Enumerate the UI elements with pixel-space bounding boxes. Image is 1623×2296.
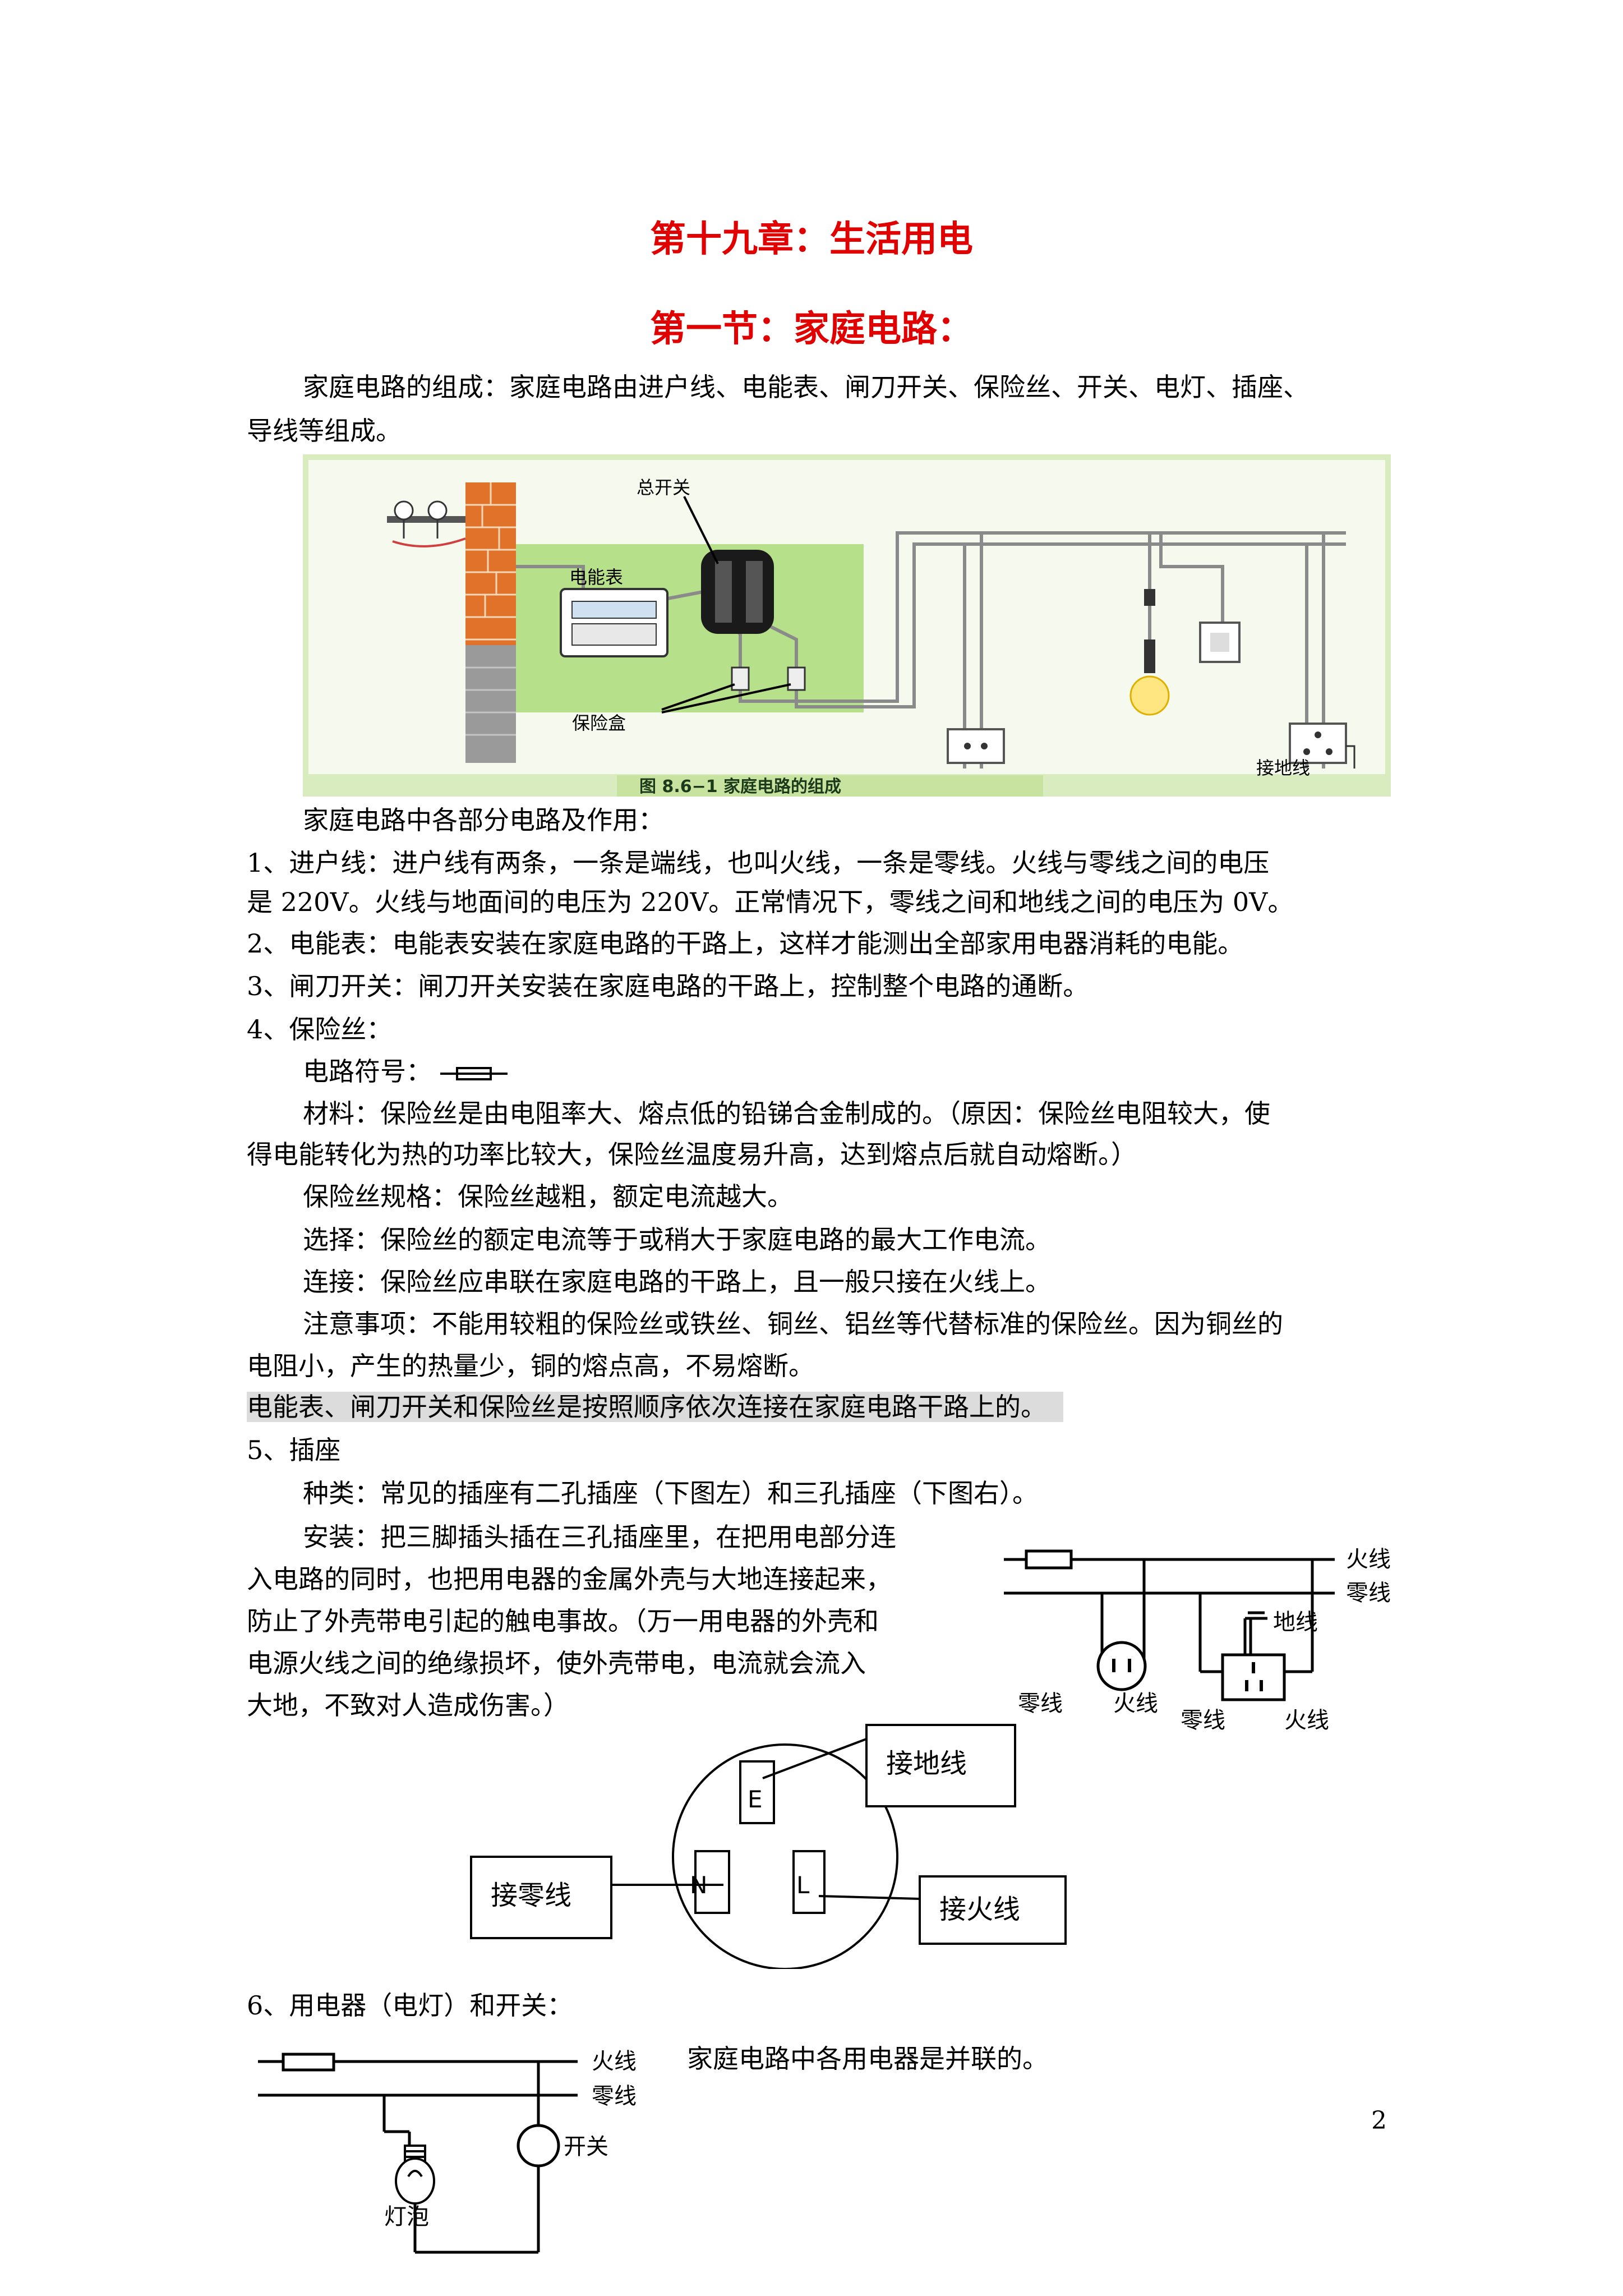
two-hole-live-label: 火线 xyxy=(1113,1691,1158,1717)
fuse-note-line-1: 注意事项：不能用较粗的保险丝或铁丝、铜丝、铝丝等代替标准的保险丝。因为铜丝的 xyxy=(303,1309,1283,1339)
item4-heading: 4、保险丝： xyxy=(247,1014,393,1045)
lamp-switch-diagram: 火线 零线 开关 灯泡 xyxy=(258,2049,637,2254)
label-fuse-box: 保险盒 xyxy=(572,712,626,734)
live-box xyxy=(919,1875,1067,1945)
label-main-switch: 总开关 xyxy=(637,477,690,498)
switch-label: 开关 xyxy=(564,2134,608,2160)
diagram-earth-label: 地线 xyxy=(1273,1609,1318,1635)
earth-box xyxy=(865,1724,1016,1807)
chapter-title: 第十九章：生活用电 xyxy=(650,219,973,260)
earth-box-label: 接地线 xyxy=(886,1748,967,1779)
item6-heading: 6、用电器（电灯）和开关： xyxy=(247,1990,573,2021)
light-bulb xyxy=(1129,589,1170,716)
parallel-note: 家庭电路中各用电器是并联的。 xyxy=(687,2044,1048,2074)
pin-l-label: L xyxy=(796,1871,810,1899)
bulb-icon xyxy=(395,2145,435,2205)
item2-text: 2、电能表：电能表安装在家庭电路的干路上，这样才能测出全部家用电器消耗的电能。 xyxy=(247,928,1244,959)
install-line-3: 防止了外壳带电引起的触电事故。（万一用电器的外壳和 xyxy=(247,1606,879,1636)
main-switch xyxy=(701,550,774,634)
label-ground: 接地线 xyxy=(1256,757,1310,779)
material-line-2: 得电能转化为热的功率比较大，保险丝温度易升高，达到熔点后就自动熔断。） xyxy=(247,1139,1137,1170)
three-pin-plug-diagram: 接地线 接零线 接火线 E N L xyxy=(470,1724,1067,1969)
fuse-symbol-icon xyxy=(440,1067,508,1080)
fuse-symbol-label: 电路符号： xyxy=(303,1056,432,1087)
fuse-choice: 选择：保险丝的额定电流等于或稍大于家庭电路的最大工作电流。 xyxy=(303,1225,1051,1255)
live-box-label: 接火线 xyxy=(939,1894,1020,1925)
material-line-1: 材料：保险丝是由电阻率大、熔点低的铅锑合金制成的。（原因：保险丝电阻较大，使 xyxy=(303,1098,1270,1129)
fuse-boxes xyxy=(731,666,806,691)
intro-line-2: 导线等组成。 xyxy=(247,416,402,446)
pin-e xyxy=(739,1760,775,1824)
insulators xyxy=(387,500,466,547)
diagram-live-label: 火线 xyxy=(1346,1547,1391,1572)
page-number: 2 xyxy=(1371,2106,1387,2135)
install-line-1: 安装：把三脚插头插在三孔插座里，在把用电部分连 xyxy=(303,1522,896,1552)
neutral-box xyxy=(470,1856,612,1939)
pin-e-label: E xyxy=(748,1786,763,1813)
install-line-4: 电源火线之间的绝缘损坏，使外壳带电，电流就会流入 xyxy=(247,1648,866,1678)
socket-wiring-diagram: 火线 零线 地线 零线 火线 零线 火线 xyxy=(1004,1547,1391,1733)
item1-line-2: 是 220V。火线与地面间的电压为 220V。正常情况下，零线之间和地线之间的电… xyxy=(247,887,1294,917)
item1-line-1: 1、进户线：进户线有两条，一条是端线，也叫火线，一条是零线。火线与零线之间的电压 xyxy=(247,848,1270,878)
three-hole-socket xyxy=(1289,723,1355,769)
pin-n-label: N xyxy=(690,1871,707,1899)
two-hole-socket xyxy=(947,728,1005,764)
item3-text: 3、闸刀开关：闸刀开关安装在家庭电路的干路上，控制整个电路的通断。 xyxy=(247,971,1089,1001)
bulb-label: 灯泡 xyxy=(384,2204,429,2230)
three-hole-neutral-label: 零线 xyxy=(1181,1708,1225,1733)
highlight-text: 电能表、闸刀开关和保险丝是按照顺序依次连接在家庭电路干路上的。 xyxy=(247,1392,1063,1422)
label-meter: 电能表 xyxy=(569,567,623,588)
intro-line-1: 家庭电路的组成：家庭电路由进户线、电能表、闸刀开关、保险丝、开关、电灯、插座、 xyxy=(303,372,1309,402)
fuse-note-line-2: 电阻小，产生的热量少，铜的熔点高，不易熔断。 xyxy=(247,1351,814,1381)
household-circuit-figure: 总开关 电能表 保险盒 接地线 图 8.6−1 家庭电路的组成 xyxy=(303,454,1391,797)
energy-meter xyxy=(560,588,668,657)
fuse-connect: 连接：保险丝应串联在家庭电路的干路上，且一般只接在火线上。 xyxy=(303,1267,1051,1297)
socket-types: 种类：常见的插座有二孔插座（下图左）和三孔插座（下图右）。 xyxy=(303,1478,1038,1508)
pin-n xyxy=(694,1850,730,1914)
two-hole-neutral-label: 零线 xyxy=(1018,1691,1063,1717)
figure1-caption: 图 8.6−1 家庭电路的组成 xyxy=(639,777,841,797)
install-line-5: 大地，不致对人造成伤害。） xyxy=(247,1690,569,1720)
item5-heading: 5、插座 xyxy=(247,1435,341,1465)
neutral-box-label: 接零线 xyxy=(491,1880,571,1911)
install-line-2: 入电路的同时，也把用电器的金属外壳与大地连接起来， xyxy=(247,1564,892,1594)
diagram-neutral-label: 零线 xyxy=(1346,1580,1391,1606)
fuse-spec: 保险丝规格：保险丝越粗，额定电流越大。 xyxy=(303,1181,793,1212)
fuse-symbol-row: 电路符号： xyxy=(303,1055,508,1088)
three-hole-live-label: 火线 xyxy=(1284,1708,1329,1733)
highlight-sentence: 电能表、闸刀开关和保险丝是按照顺序依次连接在家庭电路干路上的。 xyxy=(247,1390,1063,1424)
wall-switch xyxy=(1199,622,1241,663)
section-title: 第一节：家庭电路： xyxy=(650,309,973,350)
brick-pole xyxy=(465,482,516,763)
lamp-live-label: 火线 xyxy=(592,2049,637,2074)
parts-heading: 家庭电路中各部分电路及作用： xyxy=(303,805,664,835)
pin-l xyxy=(792,1850,826,1914)
lamp-neutral-label: 零线 xyxy=(592,2083,637,2109)
